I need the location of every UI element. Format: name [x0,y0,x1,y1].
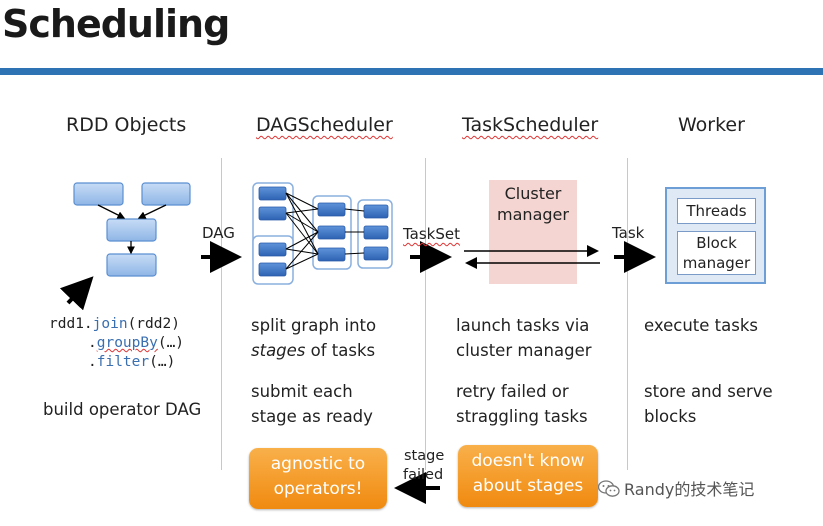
code-line3-fn: filter [96,354,150,370]
dag-desc-stages: stages [251,341,306,360]
heading-rdd-objects: RDD Objects [66,114,187,136]
dag-arrow-label: DAG [202,224,235,242]
code-line2-fn: groupBy [96,335,158,351]
callout-agnostic: agnostic to operators! [249,448,387,509]
rdd-graph [59,182,191,311]
heading-taskscheduler: TaskScheduler [462,114,599,136]
block-manager-line1: Block [696,234,737,252]
callout-doesnt-know-line1: doesn't know [471,451,585,471]
task-desc-line2: cluster manager [456,341,592,360]
divider-3 [627,158,628,470]
dag-desc-line1: split graph into [251,316,377,335]
page-title: Scheduling [2,2,230,46]
cluster-label-line2: manager [497,205,569,224]
worker-box: Threads Block manager [665,187,766,284]
watermark-text: Randy的技术笔记 [624,480,755,499]
code-line2-arg: (…) [157,335,185,351]
code-line3-dot: . [88,354,97,370]
rdd-desc: build operator DAG [43,400,202,419]
divider-1 [221,158,222,470]
code-line3: .filter(…) [88,353,175,372]
task-arrow-label: Task [612,224,645,242]
dag-desc-line2: stages of tasks [251,338,375,363]
heading-dagscheduler: DAGScheduler [256,114,393,136]
heading-worker: Worker [678,114,745,136]
code-line2: .groupBy(…) [88,334,184,353]
cluster-label-line1: Cluster [504,184,562,203]
divider-2 [425,158,426,470]
cluster-manager-box: Cluster manager [489,180,577,284]
stage-failed-line2: failed [403,467,444,483]
stage-failed-line1: stage [404,448,445,464]
title-rule [0,68,823,75]
task-desc-line3: retry failed or [456,382,569,401]
dag-desc-line4: stage as ready [251,407,373,426]
callout-doesnt-know: doesn't know about stages [458,445,598,507]
worker-desc-line1: execute tasks [644,316,758,335]
code-line1: rdd1.join(rdd2) [49,315,180,334]
code-line1-arg: (rdd2) [127,316,180,332]
block-manager-line2: manager [682,254,751,272]
code-line2-dot: . [88,335,97,351]
task-desc-line1: launch tasks via [456,316,590,335]
watermark: Randy的技术笔记 [597,476,755,500]
callout-doesnt-know-line2: about stages [472,476,584,496]
block-manager-box: Block manager [677,231,756,275]
callout-agnostic-line2: operators! [273,479,363,499]
code-line3-arg: (…) [149,354,176,370]
worker-desc-line2: store and serve [644,382,773,401]
dag-desc-of-tasks: of tasks [305,341,376,360]
dag-stages [252,182,393,285]
code-line1-var: rdd1. [49,316,93,332]
task-desc-line4: straggling tasks [456,407,588,426]
taskset-arrow-label: TaskSet [403,225,461,243]
threads-box: Threads [677,198,756,224]
wechat-icon [597,480,620,497]
code-line1-fn: join [92,316,128,332]
callout-agnostic-line1: agnostic to [270,454,366,474]
cluster-arrows [464,245,600,269]
worker-desc-line3: blocks [644,407,697,426]
dag-desc-line3: submit each [251,382,353,401]
